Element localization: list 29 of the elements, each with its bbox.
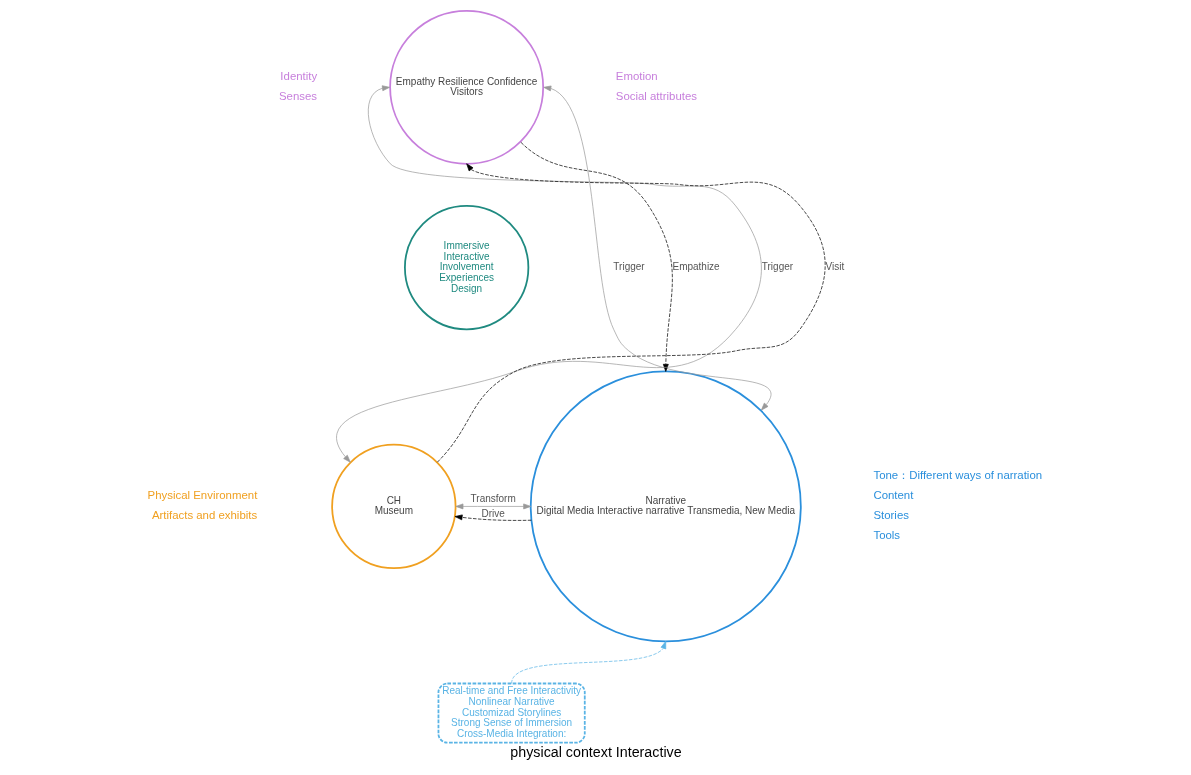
- arrow: [542, 85, 771, 411]
- node-label: Physical Environment: [147, 489, 257, 502]
- node-box: Real-time and Free Interactivity Nonlinear Narrative Customizad Storylines Strong Sense of Immersion Cross-Media Integration:: [437, 682, 586, 744]
- arrow: [455, 503, 531, 510]
- arrow: [454, 514, 532, 521]
- node-label: Senses: [278, 90, 317, 103]
- node-label: Stories: [872, 509, 909, 522]
- arrow: [520, 141, 673, 372]
- node-label: Content: [872, 489, 913, 502]
- edge-label: Trigger: [612, 261, 645, 273]
- edge-label: Trigger: [761, 261, 793, 273]
- arrow: [510, 641, 666, 684]
- edge-label: Drive: [481, 507, 505, 519]
- node-circle: Narrative Digital Media Interactive narrative Transmedia, New Media: [529, 370, 802, 643]
- node-label: Artifacts and exhibits: [151, 509, 257, 522]
- arrow: [336, 85, 762, 463]
- arrow: [436, 163, 825, 463]
- edge-label: Empathize: [672, 261, 720, 273]
- node-label: Tone：Different ways of narration: [872, 469, 1042, 482]
- node-circle: Empathy Resilience Confidence Visitors: [388, 9, 544, 165]
- node-label: Emotion: [615, 70, 658, 83]
- edge-label: Transform: [470, 492, 516, 504]
- caption: physical context Interactive: [509, 744, 682, 760]
- node-label: Identity: [279, 70, 317, 83]
- node-circle: CH Museum: [330, 443, 456, 570]
- node-label: Tools: [872, 529, 900, 542]
- node-label: Social attributes: [615, 90, 697, 103]
- edge-label: Visit: [825, 261, 844, 273]
- node-circle: Immersive Interactive Involvement Experiences Design: [403, 204, 529, 331]
